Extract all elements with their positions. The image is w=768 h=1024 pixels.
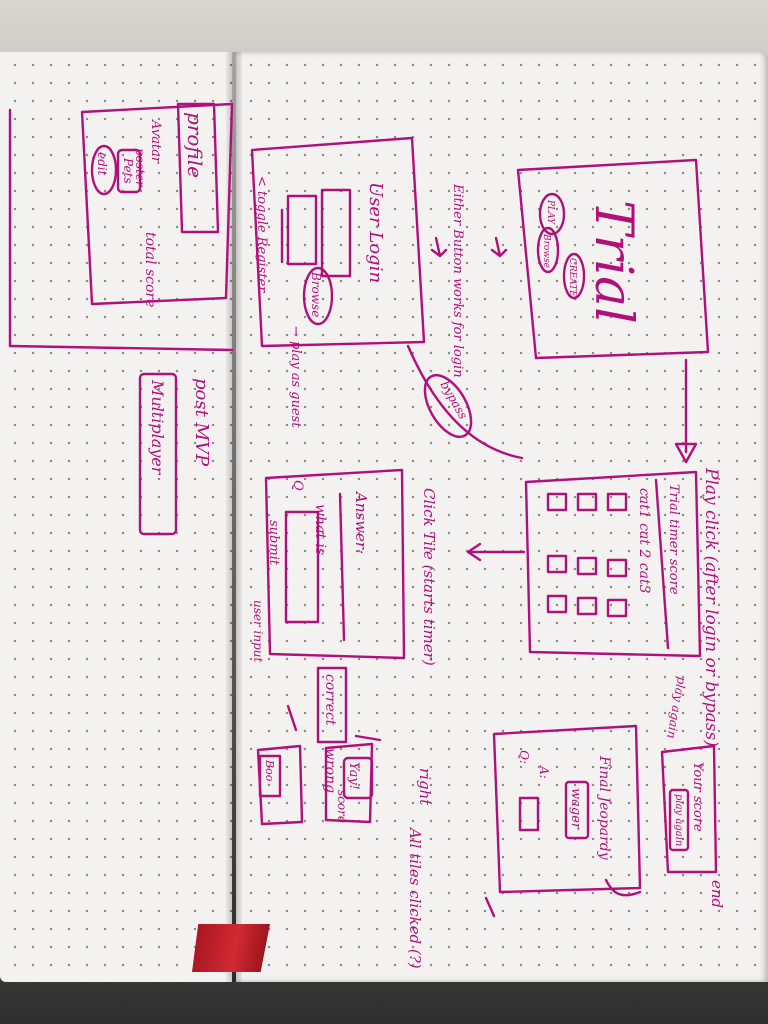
trial-home-wireframe: Trial PLAY CREATE Browse	[516, 158, 710, 360]
yay-label: Yay!	[346, 762, 361, 790]
play-again-note: play again	[664, 675, 689, 739]
wrong-label: wrong	[322, 748, 338, 793]
right-page	[236, 52, 768, 982]
user-login-wireframe: User Login Browse < toggle Register → pl…	[250, 136, 426, 428]
answer-label: Answer:	[352, 490, 370, 554]
post-mvp-label: post MVP	[191, 378, 212, 467]
multiplayer-label: Multiplayer	[148, 379, 167, 476]
wager-label: wager	[568, 788, 583, 830]
right-label: right	[416, 768, 434, 806]
profile-title: profile	[183, 112, 207, 178]
either-button-note: Either Button works for login	[450, 183, 465, 378]
create-button-sketch: CREATE	[567, 258, 577, 297]
trial-title: Trial	[583, 200, 643, 324]
toggle-register-label: < toggle Register	[254, 176, 269, 293]
notebook-gutter	[226, 52, 242, 982]
submit-button-sketch: submit	[266, 520, 281, 566]
correct-label: correct	[322, 674, 338, 726]
a-label: A:	[537, 765, 551, 779]
your-score-wireframe: Your score play again	[660, 744, 718, 874]
tile-grid	[546, 492, 628, 618]
avatar-label: Avatar	[148, 119, 163, 164]
browse-button-sketch: Browse	[309, 271, 323, 317]
edit-button-sketch: edit	[95, 152, 109, 176]
board-header-label: Trial timer score	[666, 484, 681, 595]
post-mvp-note: post MVP Multiplayer	[138, 372, 212, 536]
pets-label: Pets	[121, 157, 135, 184]
game-board-wireframe: Trial timer score cat1 cat 2 cat3	[524, 470, 702, 658]
open-notebook	[0, 52, 768, 992]
category-label: cat1 cat 2 cat3	[636, 488, 652, 594]
play-click-note: Play click (after login or bypass)	[701, 467, 721, 747]
play-as-guest-label: → play as guest	[288, 326, 303, 428]
total-score-label: total score	[142, 232, 158, 307]
browse-small-button-sketch: Browse	[541, 233, 551, 268]
score-label: score	[335, 790, 349, 823]
boo-label: Boo	[263, 759, 276, 782]
question-card-wireframe: Answer: what is Q submit user input	[251, 468, 406, 663]
play-again-box: play again	[673, 794, 684, 846]
what-is-label: what is	[312, 504, 328, 555]
profile-wireframe: profile Avatar poster Pets edit total sc…	[8, 102, 234, 352]
final-jeopardy-wireframe: Final Jeopardy wager A: Q:	[492, 724, 642, 894]
user-input-label: user input	[251, 600, 265, 663]
q-label: Q	[290, 480, 305, 491]
all-tiles-note: All tiles clicked (?)	[406, 826, 424, 969]
answer-result-wireframe: correct wrong Yay! score Boo	[256, 666, 382, 826]
left-page	[0, 52, 232, 982]
q2-label: Q:	[517, 750, 531, 764]
user-login-title: User Login	[365, 182, 386, 283]
bookmark-ribbon	[192, 924, 270, 972]
your-score-label: Your score	[690, 762, 705, 832]
final-jeopardy-label: Final Jeopardy	[596, 755, 612, 861]
click-tile-note: Click Tile (starts timer)	[420, 488, 438, 666]
end-label: end	[708, 880, 726, 908]
play-button-sketch: PLAY	[545, 199, 555, 225]
